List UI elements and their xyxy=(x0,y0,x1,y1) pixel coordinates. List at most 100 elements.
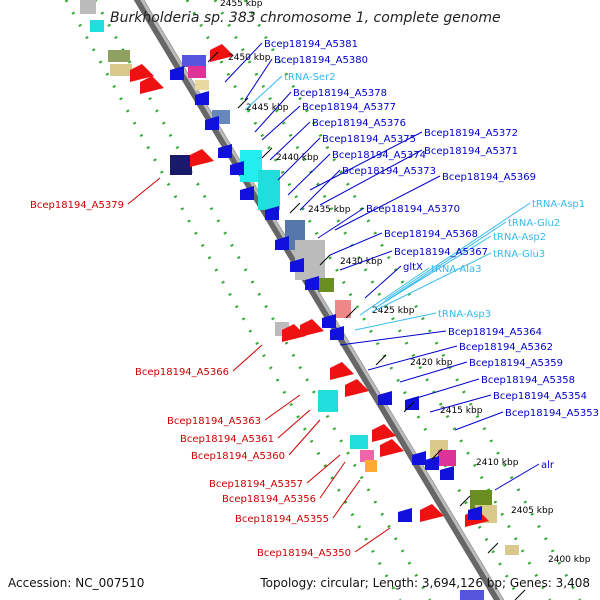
gene-arrow-right-8 xyxy=(290,258,304,272)
dna-strand-line xyxy=(133,0,505,600)
topology-summary: Topology: circular; Length: 3,694,126 bp… xyxy=(260,576,590,590)
gene-block-9 xyxy=(240,150,262,182)
leader-right-19 xyxy=(364,265,402,299)
gene-label-left-8: Bcep18194_A5350 xyxy=(257,548,351,559)
gene-arrow-right-17 xyxy=(398,508,412,522)
leader-right-18 xyxy=(371,252,492,313)
leader-right-21 xyxy=(354,312,437,331)
gene-label-right-13: Bcep18194_A5370 xyxy=(366,204,460,215)
gene-label-right-26: Bcep18194_A5354 xyxy=(493,391,587,402)
gene-label-right-1: Bcep18194_A5380 xyxy=(274,55,368,66)
gene-arrow-right-0 xyxy=(170,66,184,80)
gene-block-13 xyxy=(318,278,334,292)
gene-arrow-left-0 xyxy=(130,64,154,82)
tick-mark-8 xyxy=(431,448,443,460)
leader-right-27 xyxy=(454,411,504,431)
gene-label-right-4: Bcep18194_A5377 xyxy=(302,102,396,113)
gene-block-21 xyxy=(438,450,456,466)
gene-arrow-right-18 xyxy=(468,506,482,520)
gene-arrow-right-13 xyxy=(405,396,419,410)
gene-block-4 xyxy=(182,55,206,67)
leader-left-3 xyxy=(277,409,311,439)
leader-right-7 xyxy=(309,131,423,191)
gene-block-5 xyxy=(188,66,206,78)
gene-block-1 xyxy=(90,20,104,32)
gene-arrow-right-11 xyxy=(330,326,344,340)
leader-left-7 xyxy=(332,479,361,519)
gene-label-right-16: tRNA-Asp2 xyxy=(493,232,546,243)
gene-arrow-right-9 xyxy=(305,276,319,290)
gene-label-right-15: Bcep18194_A5368 xyxy=(384,229,478,240)
leader-right-25 xyxy=(409,378,480,401)
gene-arrow-right-1 xyxy=(195,91,209,105)
leader-right-11 xyxy=(334,175,441,231)
gene-label-right-20: tRNA-Ala3 xyxy=(431,264,481,275)
tick-mark-9 xyxy=(459,495,471,507)
gene-label-right-23: Bcep18194_A5362 xyxy=(459,342,553,353)
gene-label-right-10: Bcep18194_A5373 xyxy=(342,166,436,177)
gene-label-right-8: Bcep18194_A5374 xyxy=(332,150,426,161)
gene-arrow-left-4 xyxy=(282,324,306,342)
gene-arrow-right-10 xyxy=(322,314,336,328)
gene-label-right-27: Bcep18194_A5353 xyxy=(505,408,599,419)
gene-block-19 xyxy=(365,460,377,472)
leader-right-24 xyxy=(399,361,468,383)
gene-arrow-right-5 xyxy=(240,186,254,200)
leader-right-6 xyxy=(277,137,321,181)
leader-left-1 xyxy=(232,344,263,372)
tick-label-3: 2440 kbp xyxy=(276,153,319,163)
gene-block-8 xyxy=(170,155,192,175)
leader-right-14 xyxy=(379,221,507,306)
gene-label-left-2: Bcep18194_A5363 xyxy=(167,416,261,427)
gene-arrow-right-4 xyxy=(230,161,244,175)
gene-label-right-5: Bcep18194_A5376 xyxy=(312,118,406,129)
dna-strand xyxy=(133,0,505,600)
leader-right-16 xyxy=(374,235,492,309)
tick-label-1: 2450 kbp xyxy=(228,53,271,63)
tick-label-0: 2455 kbp xyxy=(220,0,263,9)
gene-label-left-5: Bcep18194_A5357 xyxy=(209,479,303,490)
gene-arrow-right-14 xyxy=(412,451,426,465)
leader-right-17 xyxy=(339,250,393,271)
gene-label-right-0: Bcep18194_A5381 xyxy=(264,39,358,50)
tick-mark-6 xyxy=(375,354,387,366)
tick-mark-7 xyxy=(403,401,415,413)
tick-label-9: 2410 kbp xyxy=(476,458,519,468)
tick-mark-3 xyxy=(289,202,301,214)
gene-label-right-6: Bcep18194_A5375 xyxy=(322,134,416,145)
gene-label-right-9: Bcep18194_A5371 xyxy=(424,146,518,157)
gene-label-right-3: Bcep18194_A5378 xyxy=(293,88,387,99)
leader-right-12 xyxy=(384,202,531,301)
tick-mark-0 xyxy=(207,51,219,63)
gene-block-18 xyxy=(360,450,374,462)
tick-label-4: 2435 kbp xyxy=(308,205,351,215)
gene-arrow-left-11 xyxy=(300,319,324,337)
leader-right-23 xyxy=(367,345,458,371)
gene-label-left-6: Bcep18194_A5356 xyxy=(222,494,316,505)
gene-label-left-1: Bcep18194_A5366 xyxy=(135,367,229,378)
leader-right-8 xyxy=(287,153,331,196)
gene-arrow-left-1 xyxy=(140,76,164,94)
gene-block-17 xyxy=(350,435,368,449)
leader-left-6 xyxy=(319,461,346,499)
leader-right-10 xyxy=(299,169,341,211)
gene-block-6 xyxy=(195,80,209,90)
gene-arrow-right-2 xyxy=(205,116,219,130)
gene-arrow-right-3 xyxy=(218,144,232,158)
gene-label-left-4: Bcep18194_A5360 xyxy=(191,451,285,462)
leader-left-2 xyxy=(264,394,301,421)
leader-left-4 xyxy=(288,419,321,456)
gene-label-left-0: Bcep18194_A5379 xyxy=(30,200,124,211)
leader-right-20 xyxy=(359,267,430,316)
gene-arrow-right-15 xyxy=(425,456,439,470)
tick-mark-11 xyxy=(514,589,526,600)
gene-arrow-right-12 xyxy=(378,391,392,405)
gene-block-3 xyxy=(110,64,132,76)
leader-right-2 xyxy=(244,75,283,111)
gene-arrow-left-6 xyxy=(345,379,369,397)
gene-label-right-2: tRNA-Ser2 xyxy=(284,72,336,83)
tick-label-2: 2445 kbp xyxy=(246,103,289,113)
dna-strand-highlight xyxy=(140,0,504,600)
leader-right-3 xyxy=(254,91,292,133)
